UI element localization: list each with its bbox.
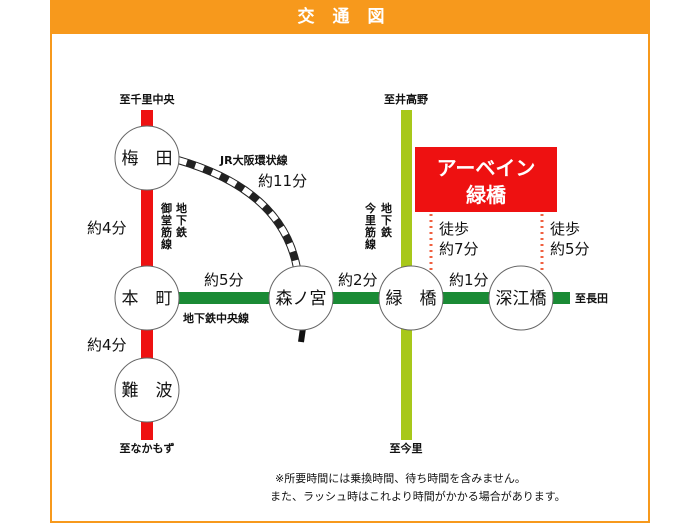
- footnote: ※所要時間には乗換時間、待ち時間を含みません。 また、ラッシュ時はこれより時間が…: [270, 470, 566, 506]
- dest-imazato: 至今里: [390, 441, 423, 455]
- station-umeda[interactable]: [114, 125, 180, 191]
- station-namba[interactable]: [114, 357, 180, 423]
- chuo-line: [147, 292, 570, 304]
- time-honmachi-namba: 約4分: [87, 336, 127, 354]
- footnote-line-1: ※所要時間には乗換時間、待ち時間を含みません。: [275, 472, 526, 485]
- station-fukaebashi[interactable]: [488, 265, 554, 331]
- footnote-line-2: また、ラッシュ時はこれより時間がかかる場合があります。: [270, 490, 566, 503]
- walk-right-label: 徒歩: [550, 220, 580, 238]
- svg-text:下: 下: [381, 214, 392, 227]
- svg-text:鉄: 鉄: [381, 225, 393, 239]
- svg-text:今: 今: [364, 201, 377, 215]
- chuo-line-label: 地下鉄中央線: [183, 311, 249, 325]
- svg-text:線: 線: [365, 237, 376, 251]
- station-namba-label: 難 波: [122, 381, 173, 401]
- station-fukaebashi-label: 深江橋: [496, 289, 547, 309]
- station-midoribashi-label: 緑 橋: [386, 289, 437, 309]
- svg-text:線: 線: [161, 237, 172, 251]
- time-honmachi-morinomiya: 約5分: [204, 271, 244, 289]
- svg-text:堂: 堂: [161, 213, 172, 227]
- dest-nakamozu: 至なかもず: [120, 441, 175, 455]
- station-umeda-label: 梅 田: [122, 149, 173, 169]
- svg-text:御: 御: [160, 201, 172, 215]
- svg-text:地: 地: [381, 201, 392, 215]
- time-umeda-morinomiya: 約11分: [258, 172, 307, 190]
- svg-text:鉄: 鉄: [176, 225, 188, 239]
- station-morinomiya-label: 森ノ宮: [276, 289, 327, 309]
- svg-text:筋: 筋: [364, 225, 376, 239]
- station-honmachi[interactable]: [114, 265, 180, 331]
- station-midoribashi[interactable]: [378, 265, 444, 331]
- station-honmachi-label: 本 町: [122, 289, 173, 309]
- walk-left-time: 約7分: [439, 240, 479, 258]
- walk-left-label: 徒歩: [439, 220, 469, 238]
- station-morinomiya[interactable]: [268, 265, 334, 331]
- time-morinomiya-midoribashi: 約2分: [338, 271, 378, 289]
- dest-senri: 至千里中央: [120, 92, 176, 106]
- svg-text:下: 下: [176, 214, 187, 227]
- property-name-line2: 緑橋: [466, 183, 507, 207]
- time-midoribashi-fukaebashi: 約1分: [449, 271, 489, 289]
- walk-right-time: 約5分: [550, 240, 590, 258]
- svg-text:地: 地: [176, 201, 187, 215]
- time-umeda-honmachi: 約4分: [87, 219, 127, 237]
- property-box: [415, 147, 557, 212]
- dest-nagata: 至長田: [575, 292, 608, 305]
- dest-idaka: 至井高野: [384, 92, 428, 106]
- property-name-line1: アーベイン: [437, 156, 536, 180]
- jr-line-label: JR大阪環状線: [219, 153, 288, 167]
- map-frame: [50, 0, 650, 523]
- svg-text:里: 里: [365, 214, 376, 227]
- svg-text:筋: 筋: [160, 225, 172, 239]
- page-title: 交通図: [50, 0, 650, 34]
